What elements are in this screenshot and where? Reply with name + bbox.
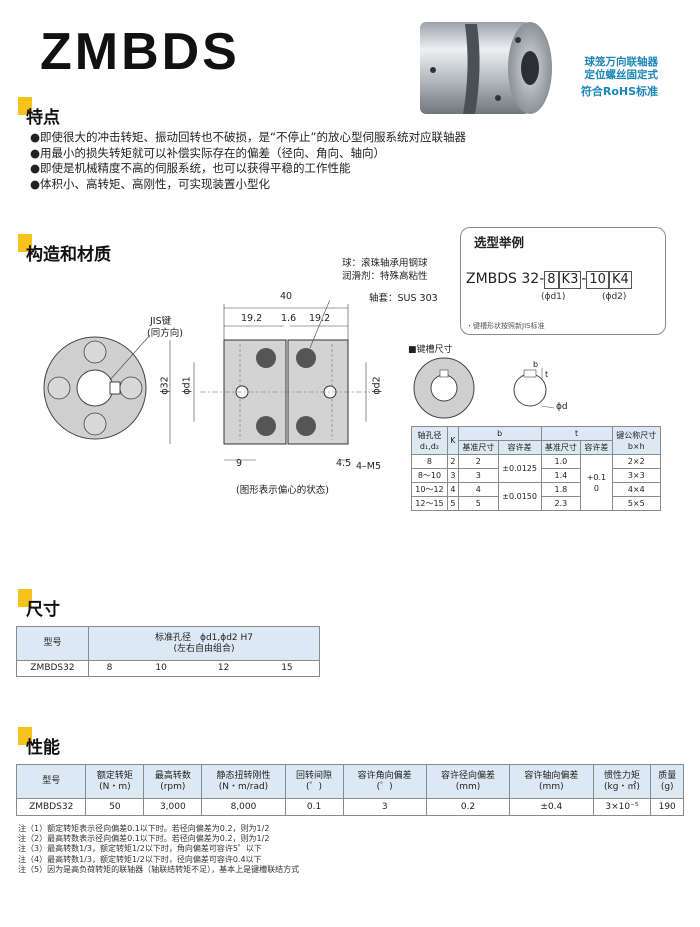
feature-item: ●体积小、高转矩、高刚性，可实现装置小型化 — [30, 176, 271, 191]
selection-d2-label: (ϕd2) — [602, 292, 627, 302]
coupling-front-view — [43, 334, 150, 440]
dim-right: 19.2 — [309, 313, 331, 324]
kt-h2: K — [446, 426, 459, 455]
product-title: ZMBDS — [40, 23, 240, 81]
section-structure: 构造和材质 — [18, 234, 111, 265]
note-item: 注（1）额定转矩表示径向偏差0.1以下时。若径向偏差为0.2，则为1/2 — [18, 824, 270, 833]
notes: 注（1）额定转矩表示径向偏差0.1以下时。若径向偏差为0.2，则为1/2 注（2… — [18, 824, 299, 875]
feature-item: ●即使是机械精度不高的伺服系统，也可以获得平稳的工作性能 — [30, 161, 351, 175]
selection-note: ・键槽形状按照新JIS标准 — [466, 322, 545, 330]
selection-dash: - — [581, 271, 587, 287]
note-item: 注（3）最高转数1/3，额定转矩1/2以下时，角向偏差可容许5゜以下 — [18, 844, 262, 854]
kt-sub: 基准尺寸 — [540, 440, 582, 455]
coupling-side-view — [169, 300, 370, 461]
dt-h-bore: 标准孔径 ϕd1,ϕd2 H7(左右自由组合) — [88, 626, 320, 661]
section-dimensions: 尺寸 — [18, 589, 60, 620]
jis-key-label-2: (同方向) — [147, 328, 183, 339]
dim-total: 40 — [280, 291, 293, 302]
note-item: 注（2）最高转数表示径向偏差0.1以下时。若径向偏差为0.2，则为1/2 — [18, 834, 270, 844]
selection-d2: 10 — [586, 271, 609, 289]
selection-k2: K4 — [608, 271, 632, 289]
note-item: 注（4）最高转数1/3，额定转矩1/2以下时，径向偏差可容许0.4以下 — [18, 854, 262, 864]
kt-sub: 容许差 — [580, 440, 613, 455]
lube-label: 润滑剂：特殊高粘性 — [342, 271, 428, 282]
selection-box — [460, 227, 666, 335]
dt-h-model: 型号 — [16, 626, 89, 661]
selection-title: 选型举例 — [474, 235, 525, 250]
performance-table: 型号 额定转矩(N・m) 最高转数(rpm) 静态扭转刚性(N・m/rad) 回… — [15, 764, 684, 816]
dim-m5: 4–M5 — [356, 461, 382, 472]
dimension-table: 型号 标准孔径 ϕd1,ϕd2 H7(左右自由组合) ZMBDS32 8 10 … — [16, 626, 320, 677]
dim-45: 4.5 — [336, 458, 352, 469]
section-features: 特点 — [18, 97, 60, 128]
dim-d2: ϕd2 — [371, 376, 383, 395]
drawing-caption: (图形表示偏心的状态) — [236, 485, 329, 496]
table-row: ZMBDS32 50 3,000 8,000 0.1 3 0.2 ±0.4 3×… — [15, 798, 684, 816]
keyway-drawing — [413, 357, 555, 419]
ball-label: 球：滚珠轴承用钢球 — [342, 258, 428, 269]
jis-key-label: JIS键 — [150, 316, 172, 327]
keyway-d: ϕd — [556, 402, 568, 412]
keyway-b: b — [533, 360, 539, 369]
dim-d1: ϕd1 — [181, 376, 193, 395]
dim-mid: 1.6 — [281, 313, 297, 324]
keyway-title: ■键槽尺寸 — [408, 345, 453, 355]
sleeve-label: 轴套：SUS 303 — [369, 293, 438, 304]
feature-list: ●即使很大的冲击转矩、振动回转也不破损，是“不停止”的放心型伺服系统对应联轴器 … — [30, 130, 466, 192]
feature-item: ●即使很大的冲击转矩、振动回转也不破损，是“不停止”的放心型伺服系统对应联轴器 — [30, 130, 466, 144]
tagline-2: 定位螺丝固定式 — [584, 69, 659, 81]
tagline-1: 球笼万向联轴器 — [584, 56, 659, 68]
rohs-badge: 符合RoHS标准 — [580, 85, 658, 98]
table-row: ZMBDS32 8 10 12 15 — [16, 660, 320, 677]
kt-h4: t — [540, 426, 613, 441]
dim-dia: ϕ32 — [159, 376, 171, 395]
note-item: 注（5）因为是高负荷转矩的联轴器（轴联结转矩不足），基本上是键槽联结方式 — [18, 864, 300, 874]
selection-prefix: ZMBDS 32- — [466, 271, 545, 287]
perf-header-row: 型号 额定转矩(N・m) 最高转数(rpm) 静态扭转刚性(N・m/rad) 回… — [15, 764, 684, 799]
kt-sub: 基准尺寸 — [457, 440, 499, 455]
selection-d1-label: (ϕd1) — [541, 292, 566, 302]
kt-sub: 容许差 — [497, 440, 542, 455]
keyway-t: t — [545, 370, 549, 379]
dim-9: 9 — [236, 458, 243, 469]
selection-k1: K3 — [558, 271, 582, 289]
selection-d1: 8 — [544, 271, 559, 289]
dim-left: 19.2 — [241, 313, 263, 324]
feature-item: ●用最小的损失转矩就可以补偿实际存在的偏差（径向、角向、轴向） — [30, 145, 386, 160]
kt-h3: b — [457, 426, 542, 441]
section-performance: 性能 — [18, 727, 60, 758]
coupling-photo — [420, 22, 552, 114]
